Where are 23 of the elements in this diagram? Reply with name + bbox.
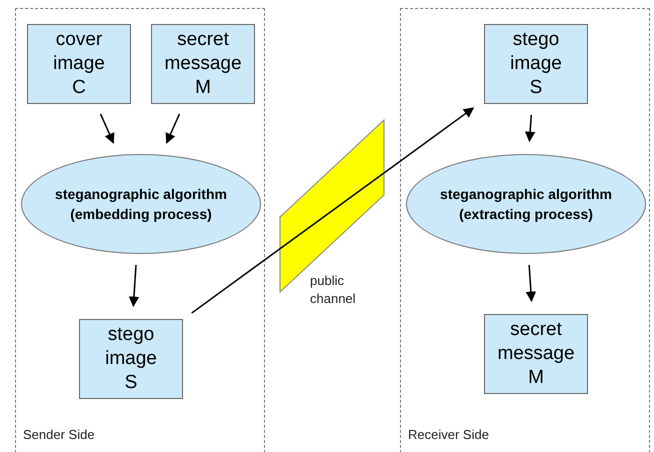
data-box — [484, 24, 588, 104]
box-text: cover image C — [52, 28, 106, 100]
arrow — [100, 114, 114, 144]
box-text: stego image S — [509, 28, 563, 100]
channel-label: public channel — [310, 272, 357, 308]
arrow — [166, 114, 180, 144]
data-box — [151, 24, 255, 104]
box-text: secret message M — [163, 28, 243, 100]
arrow — [128, 264, 140, 308]
data-box — [484, 314, 588, 394]
process-text: steganographic algorithm (extracting process) — [439, 185, 613, 224]
panel-label: Sender Side — [23, 426, 95, 444]
arrow — [191, 107, 474, 314]
panel-label: Receiver Side — [408, 426, 489, 444]
data-box — [79, 319, 183, 399]
arrow — [526, 264, 536, 302]
box-text: stego image S — [104, 323, 158, 395]
data-box — [27, 24, 131, 104]
box-text: secret message M — [496, 318, 576, 390]
dashed-panel — [400, 8, 650, 452]
dashed-panel — [15, 8, 265, 452]
arrow — [524, 114, 536, 142]
process-text: steganographic algorithm (embedding process) — [54, 185, 228, 224]
